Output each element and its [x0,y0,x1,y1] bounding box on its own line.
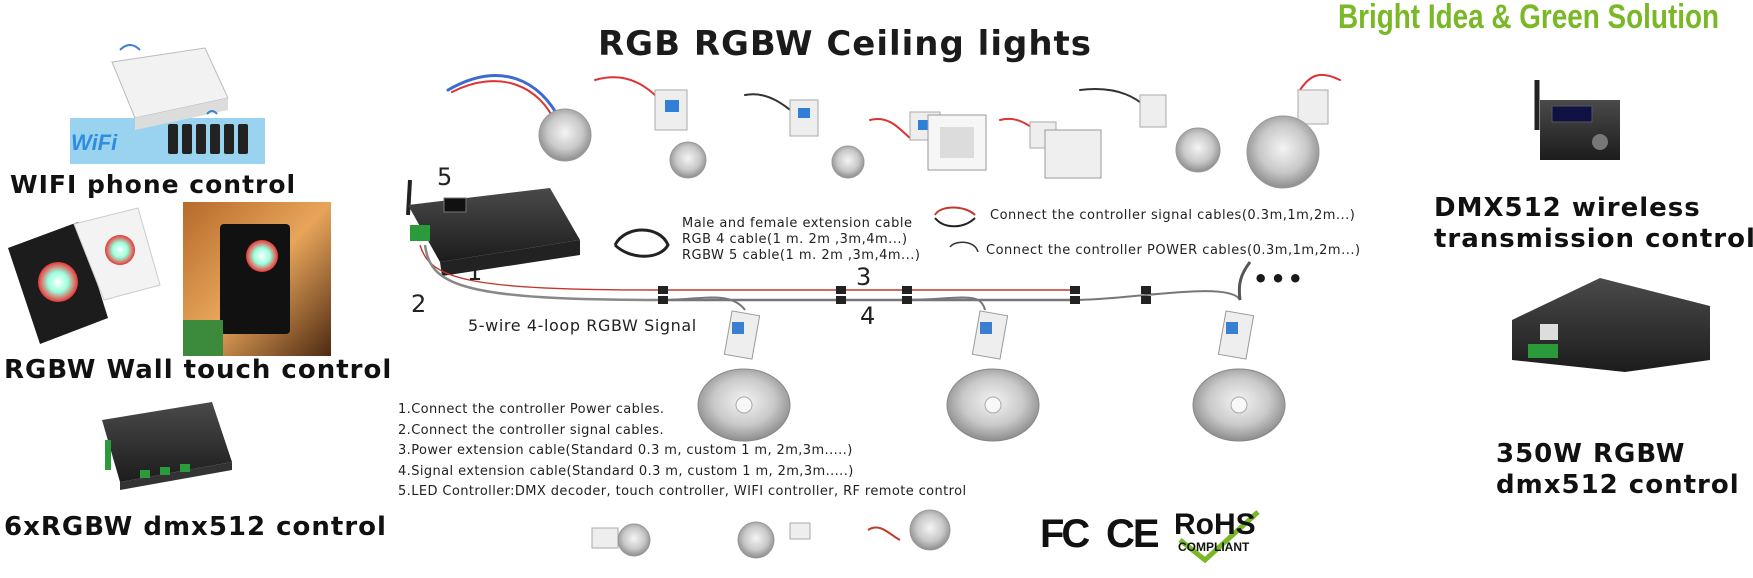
dmx6-decoder-image [102,402,232,490]
step-item: 3.Power extension cable(Standard 0.3 m, … [398,443,853,458]
ext-cable-line1: Male and female extension cable [682,216,913,231]
power-cable-note: Connect the controller POWER cables(0.3m… [986,243,1361,258]
step-item: 1.Connect the controller Power cables. [398,402,665,417]
label-wifi-phone-control: WIFI phone control [10,170,297,199]
rohs-check-icon [1178,510,1260,564]
bottom-product-thumbnails [591,509,951,559]
wiring-lines [419,244,1252,311]
step-item: 4.Signal extension cable(Standard 0.3 m,… [398,463,854,479]
rgbw350-box-image [1512,278,1710,372]
instruction-steps: 1.Connect the controller Power cables. 2… [398,400,967,503]
step-item: 5.LED Controller:DMX decoder, touch cont… [398,484,967,499]
wifi-controller-image [70,47,265,164]
marker-4: 4 [860,302,876,330]
wall-panel-image [8,202,331,356]
step-item: 2.Connect the controller signal cables. [398,422,664,438]
label-350w-rgbw-1: 350W RGBW [1496,439,1686,469]
marker-1: 1 [467,258,483,286]
dmx-wireless-image [1534,80,1620,160]
label-350w-rgbw-2: dmx512 control [1496,470,1740,500]
label-wall-touch-control: RGBW Wall touch control [4,355,393,385]
label-dmx512-wireless-2: transmission control [1434,224,1753,254]
cable-icons [613,206,979,258]
fcc-mark: FC [1040,512,1090,556]
ceiling-light-products-row [446,73,1341,189]
page-title: RGB RGBW Ceiling lights [598,24,1093,64]
marker-2: 2 [411,290,427,318]
more-units-ellipsis: ••• [1253,265,1306,293]
ext-cable-line3: RGBW 5 cable(1 m. 2m ,3m,4m...) [682,248,921,263]
rohs-mark: RoHS [1174,508,1256,541]
rohs-compliant-text: COMPLIANT [1178,540,1250,554]
ext-cable-line2: RGB 4 cable(1 m. 2m ,3m,4m...) [682,232,908,247]
signal-cable-note: Connect the controller signal cables(0.3… [990,208,1356,223]
downlight-units [697,310,1286,442]
wifi-badge: WiFi [71,130,118,155]
brand-tagline: Bright Idea & Green Solution [1338,0,1720,36]
marker-5: 5 [437,163,453,191]
main-controller-image [406,179,580,276]
loop-signal-label: 5-wire 4-loop RGBW Signal [468,316,697,335]
label-dmx512-wireless-1: DMX512 wireless [1434,193,1701,223]
label-6x-rgbw-dmx: 6xRGBW dmx512 control [4,512,387,542]
ce-mark: CE [1106,512,1160,556]
wifi-signal-icon [119,44,218,115]
marker-3: 3 [856,263,872,291]
